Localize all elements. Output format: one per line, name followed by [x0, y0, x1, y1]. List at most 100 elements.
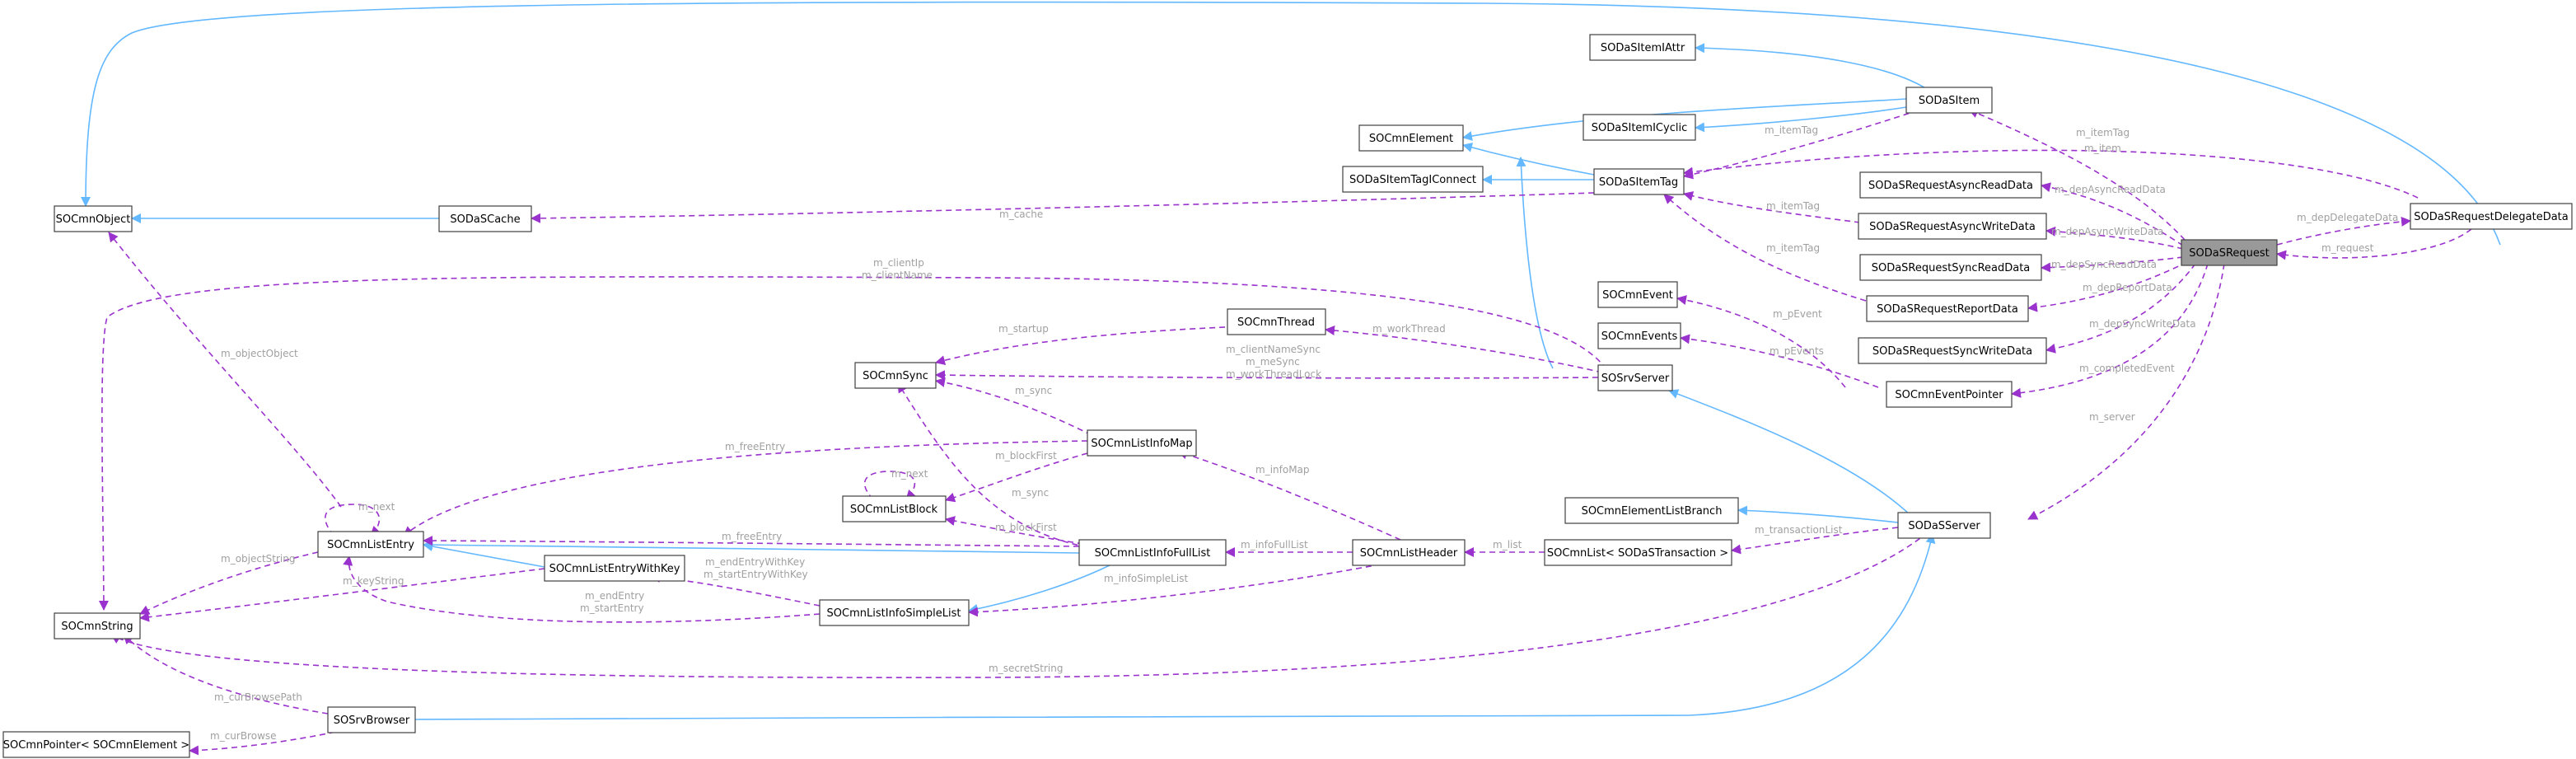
class-node-sosrvserver[interactable]: SOSrvServer	[1597, 364, 1673, 391]
label-m-itemtag-item: m_itemTag	[1765, 124, 1818, 136]
edge-m-request	[2276, 228, 2472, 260]
label-m-itemtag-req: m_itemTag	[2076, 127, 2130, 138]
label-m-infomap: m_infoMap	[1255, 464, 1310, 476]
edge-m-itemtag-item	[1683, 106, 1928, 180]
edge-m-objectstring	[139, 551, 319, 615]
label-m-workthread: m_workThread	[1372, 323, 1446, 335]
class-node-socmnobject[interactable]: SOCmnObject	[54, 205, 133, 232]
edge-sodasserver-inherits-sosrvserver	[1668, 389, 1912, 517]
edge-m-keystring	[139, 568, 545, 622]
edge-m-objectobject	[108, 232, 342, 508]
edge-m-transactionlist	[1731, 527, 1899, 555]
edge-socmnlistentrywithkey-inherits-socmnlistentry	[423, 541, 545, 568]
class-node-socmnevent[interactable]: SOCmnEvent	[1597, 281, 1678, 308]
label-m-itemtag-async: m_itemTag	[1766, 200, 1820, 212]
edge-socmnlistinfofulllist-inherits-socmnlistinfosimplelist	[968, 561, 1117, 614]
class-node-sodasrequestsyncreaddata[interactable]: SODaSRequestSyncReadData	[1859, 254, 2042, 281]
class-node-socmnsync[interactable]: SOCmnSync	[854, 362, 937, 389]
class-node-socmnpointer-socmnelement[interactable]: SOCmnPointer< SOCmnElement >	[2, 731, 190, 758]
class-node-sosrvbrowser[interactable]: SOSrvBrowser	[327, 706, 416, 733]
edge-m-freeentry-full	[423, 536, 1080, 547]
label-m-itemtag-sync: m_itemTag	[1766, 242, 1820, 254]
class-node-sodasrequestdelegatedata[interactable]: SODaSRequestDelegateData	[2410, 203, 2573, 230]
edge-m-srv-sync	[935, 370, 1599, 381]
class-label-sodasrequestsyncwritedata: SODaSRequestSyncWriteData	[1872, 345, 2032, 358]
class-label-sodasrequestdelegatedata: SODaSRequestDelegateData	[2414, 211, 2569, 223]
edge-sodasserver-inherits-socmnelementlistbranch	[1737, 505, 1899, 523]
edge-m-depsyncwritedata	[2045, 263, 2196, 354]
class-label-sodasitemtagiconnect: SODaSItemTagIConnect	[1349, 174, 1476, 186]
class-node-socmnlistblock[interactable]: SOCmnListBlock	[842, 495, 947, 522]
edge-m-itemtag-sync	[1663, 194, 1867, 302]
label-m-depsyncreaddata: m_depSyncReadData	[2051, 259, 2157, 270]
label-m-freeentry-full: m_freeEntry	[722, 531, 782, 542]
class-node-socmnstring[interactable]: SOCmnString	[54, 612, 141, 640]
edge-m-sync-map	[935, 377, 1092, 436]
edge-m-next-entry	[325, 504, 381, 536]
class-label-socmnlistheader: SOCmnListHeader	[1360, 547, 1458, 560]
class-node-socmnelement[interactable]: SOCmnElement	[1358, 124, 1464, 152]
edge-m-depdelegatedata	[2276, 216, 2411, 246]
label-m-clientnamesync: m_clientNameSync	[1226, 344, 1321, 355]
edge-m-infomap	[1177, 449, 1401, 541]
class-node-socmnelementlistbranch[interactable]: SOCmnElementListBranch	[1564, 497, 1739, 524]
class-node-sodasitemiattr[interactable]: SODaSItemIAttr	[1589, 34, 1696, 61]
edge-sosrvbrowser-inherits-sodasserver	[414, 533, 1936, 720]
edge-socmnlistinfofulllist-inherits-socmnlistentry	[423, 540, 1080, 554]
class-node-socmnlistentrywithkey[interactable]: SOCmnListEntryWithKey	[544, 555, 685, 582]
label-m-sync-map: m_sync	[1015, 385, 1052, 396]
class-node-sodasrequestsyncwritedata[interactable]: SODaSRequestSyncWriteData	[1858, 337, 2047, 364]
label-m-depsyncwritedata: m_depSyncWriteData	[2089, 318, 2196, 330]
edge-m-sync-full	[897, 382, 1088, 548]
label-m-pevent: m_pEvent	[1773, 308, 1822, 320]
label-m-curbrowse: m_curBrowse	[210, 730, 277, 742]
edge-m-itemtag-async	[1683, 191, 1861, 223]
class-label-socmnevent: SOCmnEvent	[1602, 289, 1673, 302]
label-m-clientip: m_clientIp	[873, 257, 924, 269]
edge-m-itemtag-req	[1683, 149, 2419, 199]
class-node-sodasserver[interactable]: SODaSServer	[1897, 512, 1991, 539]
edge-m-completedevent	[2011, 263, 2209, 398]
class-node-socmnlistinfofulllist[interactable]: SOCmnListInfoFullList	[1078, 539, 1227, 566]
class-node-sodasitemicyclic[interactable]: SODaSItemICyclic	[1583, 114, 1696, 141]
class-node-socmnlistheader[interactable]: SOCmnListHeader	[1352, 539, 1466, 566]
class-node-sodasrequest[interactable]: SODaSRequest	[2181, 239, 2278, 266]
edge-m-curbrowsepath	[123, 634, 329, 714]
class-label-sodasserver: SODaSServer	[1908, 520, 1980, 532]
label-m-secretstring: m_secretString	[989, 663, 1064, 674]
class-node-socmnlistinfomap[interactable]: SOCmnListInfoMap	[1087, 429, 1197, 457]
class-label-sodasrequest: SODaSRequest	[2189, 247, 2270, 260]
class-node-socmnthread[interactable]: SOCmnThread	[1227, 308, 1326, 335]
label-m-completedevent: m_completedEvent	[2079, 363, 2175, 374]
class-node-sodasrequestasyncwritedata[interactable]: SODaSRequestAsyncWriteData	[1858, 213, 2047, 240]
class-label-sodasrequestreportdata: SODaSRequestReportData	[1877, 303, 2018, 316]
label-m-startup: m_startup	[998, 323, 1049, 335]
class-node-sodasitem[interactable]: SODaSItem	[1905, 87, 1993, 114]
label-m-depreportdata: m_depReportData	[2083, 282, 2172, 293]
class-node-socmneventpointer[interactable]: SOCmnEventPointer	[1886, 381, 2013, 408]
class-node-sodasitemtagiconnect[interactable]: SODaSItemTagIConnect	[1342, 166, 1484, 193]
class-node-socmnlistentry[interactable]: SOCmnListEntry	[317, 531, 424, 558]
label-m-depasyncreaddata: m_depAsyncReadData	[2055, 184, 2166, 195]
class-label-socmnlistblock: SOCmnListBlock	[850, 504, 938, 516]
class-node-socmnlistinfosimplelist[interactable]: SOCmnListInfoSimpleList	[819, 599, 970, 626]
edge-m-freeentry-map	[403, 440, 1088, 536]
label-m-clientname: m_clientName	[862, 269, 933, 281]
class-label-socmnevents: SOCmnEvents	[1601, 330, 1678, 343]
class-label-socmnpointer-socmnelement: SOCmnPointer< SOCmnElement >	[3, 739, 189, 752]
label-m-endentry: m_endEntry	[585, 590, 644, 602]
label-m-list: m_list	[1493, 539, 1522, 551]
class-node-sodasitemtag[interactable]: SODaSItemTag	[1593, 168, 1685, 195]
edge-m-pevents	[1680, 334, 1879, 388]
class-label-sodasrequestasyncwritedata: SODaSRequestAsyncWriteData	[1869, 221, 2036, 233]
label-m-objectstring: m_objectString	[221, 553, 295, 565]
edge-sosrvserver-inherits-socmnelement	[1516, 157, 1554, 369]
class-node-sodascache[interactable]: SODaSCache	[438, 205, 532, 232]
class-label-socmnlistinfosimplelist: SOCmnListInfoSimpleList	[827, 607, 961, 620]
class-node-sodasrequestreportdata[interactable]: SODaSRequestReportData	[1866, 295, 2029, 322]
class-node-socmnevents[interactable]: SOCmnEvents	[1597, 322, 1681, 349]
label-m-depdelegatedata: m_depDelegateData	[2297, 212, 2398, 223]
class-node-socmnlist-sodastransaction[interactable]: SOCmnList< SODaSTransaction >	[1544, 539, 1732, 566]
class-node-sodasrequestasyncreaddata[interactable]: SODaSRequestAsyncReadData	[1859, 171, 2042, 199]
edge-sodasitem-inherits-socmnelement	[1462, 98, 1907, 141]
